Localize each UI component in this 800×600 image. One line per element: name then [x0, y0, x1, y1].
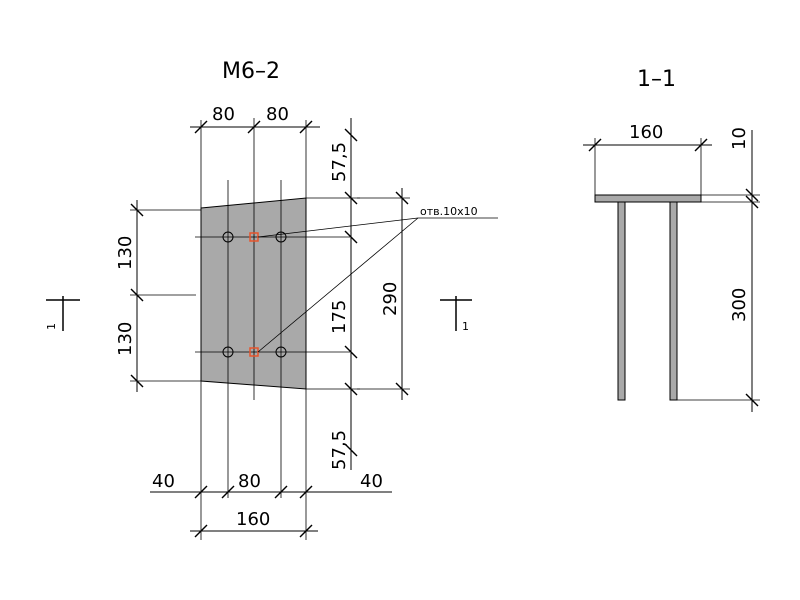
right-inner-dim-3: 57,5	[329, 430, 350, 470]
dim-tick	[299, 120, 313, 134]
left-dim-1: 130	[115, 236, 136, 270]
dim-tick	[745, 195, 759, 209]
dim-tick	[344, 443, 358, 457]
dim-tick	[588, 138, 602, 152]
plate-thickness-dim: 10	[729, 127, 750, 150]
hole-label: отв.10х10	[420, 205, 478, 218]
right-inner-dim-2: 175	[329, 300, 350, 334]
section-top-plate	[594, 194, 702, 203]
right-inner-dim-1: 57,5	[329, 142, 350, 182]
leader-line-top	[257, 217, 419, 238]
dim-tick	[299, 524, 313, 538]
bottom-dim-3: 40	[360, 471, 383, 492]
plan-title: М6–2	[222, 59, 280, 84]
leader-line-bottom	[257, 217, 419, 353]
leg-height-dim: 300	[729, 288, 750, 322]
dim-tick	[221, 485, 235, 499]
dim-tick	[344, 382, 358, 396]
bolt-hole-icon	[275, 346, 287, 358]
bottom-dim-2: 80	[238, 471, 261, 492]
dim-tick	[344, 345, 358, 359]
dim-tick	[247, 120, 261, 134]
dim-tick	[344, 191, 358, 205]
dim-tick	[130, 288, 144, 302]
bolt-hole-icon	[275, 231, 287, 243]
dim-tick	[299, 485, 313, 499]
dim-tick	[274, 485, 288, 499]
dim-tick	[194, 120, 208, 134]
section-leg-right	[669, 201, 678, 401]
dim-tick	[745, 188, 759, 202]
section-width-dim: 160	[629, 122, 663, 143]
bolt-hole-icon	[222, 346, 234, 358]
dim-tick	[344, 128, 358, 142]
dim-tick	[194, 524, 208, 538]
dim-tick	[344, 230, 358, 244]
right-outer-dim: 290	[380, 282, 401, 316]
dim-tick	[130, 374, 144, 388]
overall-bottom-dim: 160	[236, 509, 270, 530]
left-dim-2: 130	[115, 322, 136, 356]
dim-tick	[130, 203, 144, 217]
bolt-hole-icon	[222, 231, 234, 243]
dim-tick	[395, 382, 409, 396]
top-dim-1: 80	[212, 104, 235, 125]
section-leg-left	[617, 201, 626, 401]
dim-tick	[745, 393, 759, 407]
plate-shape	[200, 197, 307, 390]
bottom-dim-1: 40	[152, 471, 175, 492]
top-dim-2: 80	[266, 104, 289, 125]
dim-tick	[694, 138, 708, 152]
section-mark-right-label: 1	[462, 320, 469, 333]
section-mark-left-label: 1	[45, 323, 58, 330]
section-title: 1–1	[637, 67, 676, 92]
dim-tick	[194, 485, 208, 499]
dim-tick	[395, 191, 409, 205]
